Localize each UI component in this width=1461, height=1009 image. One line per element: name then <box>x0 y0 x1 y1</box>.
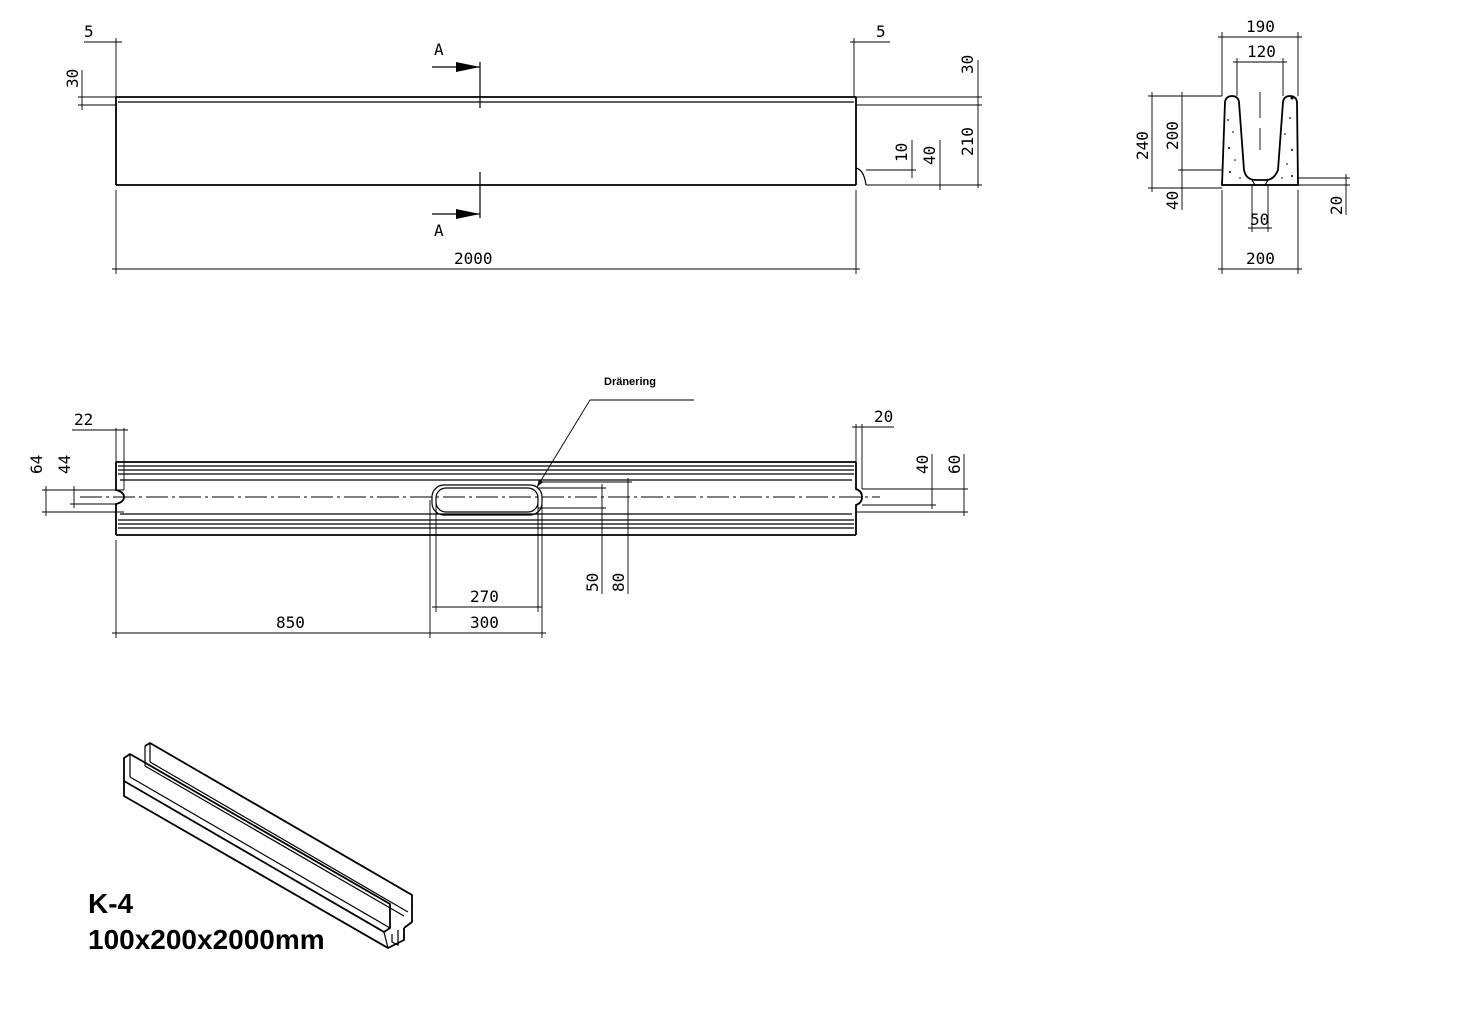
dim-slot-300: 300 <box>470 613 499 632</box>
dim-right-40: 40 <box>920 146 939 165</box>
dim-slot-270: 270 <box>470 587 499 606</box>
drawing-title-code: K-4 <box>88 888 134 919</box>
dim-right-40-plan: 40 <box>913 455 932 474</box>
drawing-title-size: 100x200x2000mm <box>88 924 325 955</box>
dim-right-60-plan: 60 <box>945 455 964 474</box>
dim-right-10: 10 <box>892 143 911 162</box>
dim-length-2000: 2000 <box>454 249 493 268</box>
plan-view: Dränering 22 64 44 20 40 60 <box>27 376 968 638</box>
dim-left-30: 30 <box>63 69 82 88</box>
dim-top-190: 190 <box>1246 17 1275 36</box>
dim-base-40: 40 <box>1163 191 1182 210</box>
dim-right-20-plan: 20 <box>874 407 893 426</box>
dim-offset-850: 850 <box>276 613 305 632</box>
section-label-top: A <box>434 40 444 59</box>
dim-left-22: 22 <box>74 410 93 429</box>
dim-slot-50-plan: 50 <box>583 573 602 592</box>
callout-dranering: Dränering <box>604 376 656 388</box>
section-label-bottom: A <box>434 221 444 240</box>
dim-right-5: 5 <box>876 22 886 41</box>
dim-right-30: 30 <box>958 55 977 74</box>
dim-left-64: 64 <box>27 455 46 474</box>
cross-section-view: 190 120 240 200 40 50 20 200 <box>1133 17 1350 274</box>
dim-height-240: 240 <box>1133 131 1152 160</box>
isometric-view <box>123 741 413 950</box>
dim-left-5: 5 <box>84 22 94 41</box>
dim-right-20: 20 <box>1327 196 1346 215</box>
dim-slot-80-plan: 80 <box>609 573 628 592</box>
dim-height-200: 200 <box>1163 121 1182 150</box>
dim-bottom-200: 200 <box>1246 249 1275 268</box>
dim-inner-120: 120 <box>1247 42 1276 61</box>
dim-slot-50: 50 <box>1250 210 1269 229</box>
side-view: A A 5 30 5 30 210 10 40 2000 <box>63 22 982 274</box>
dim-right-210: 210 <box>958 127 977 156</box>
dim-left-44: 44 <box>55 455 74 474</box>
